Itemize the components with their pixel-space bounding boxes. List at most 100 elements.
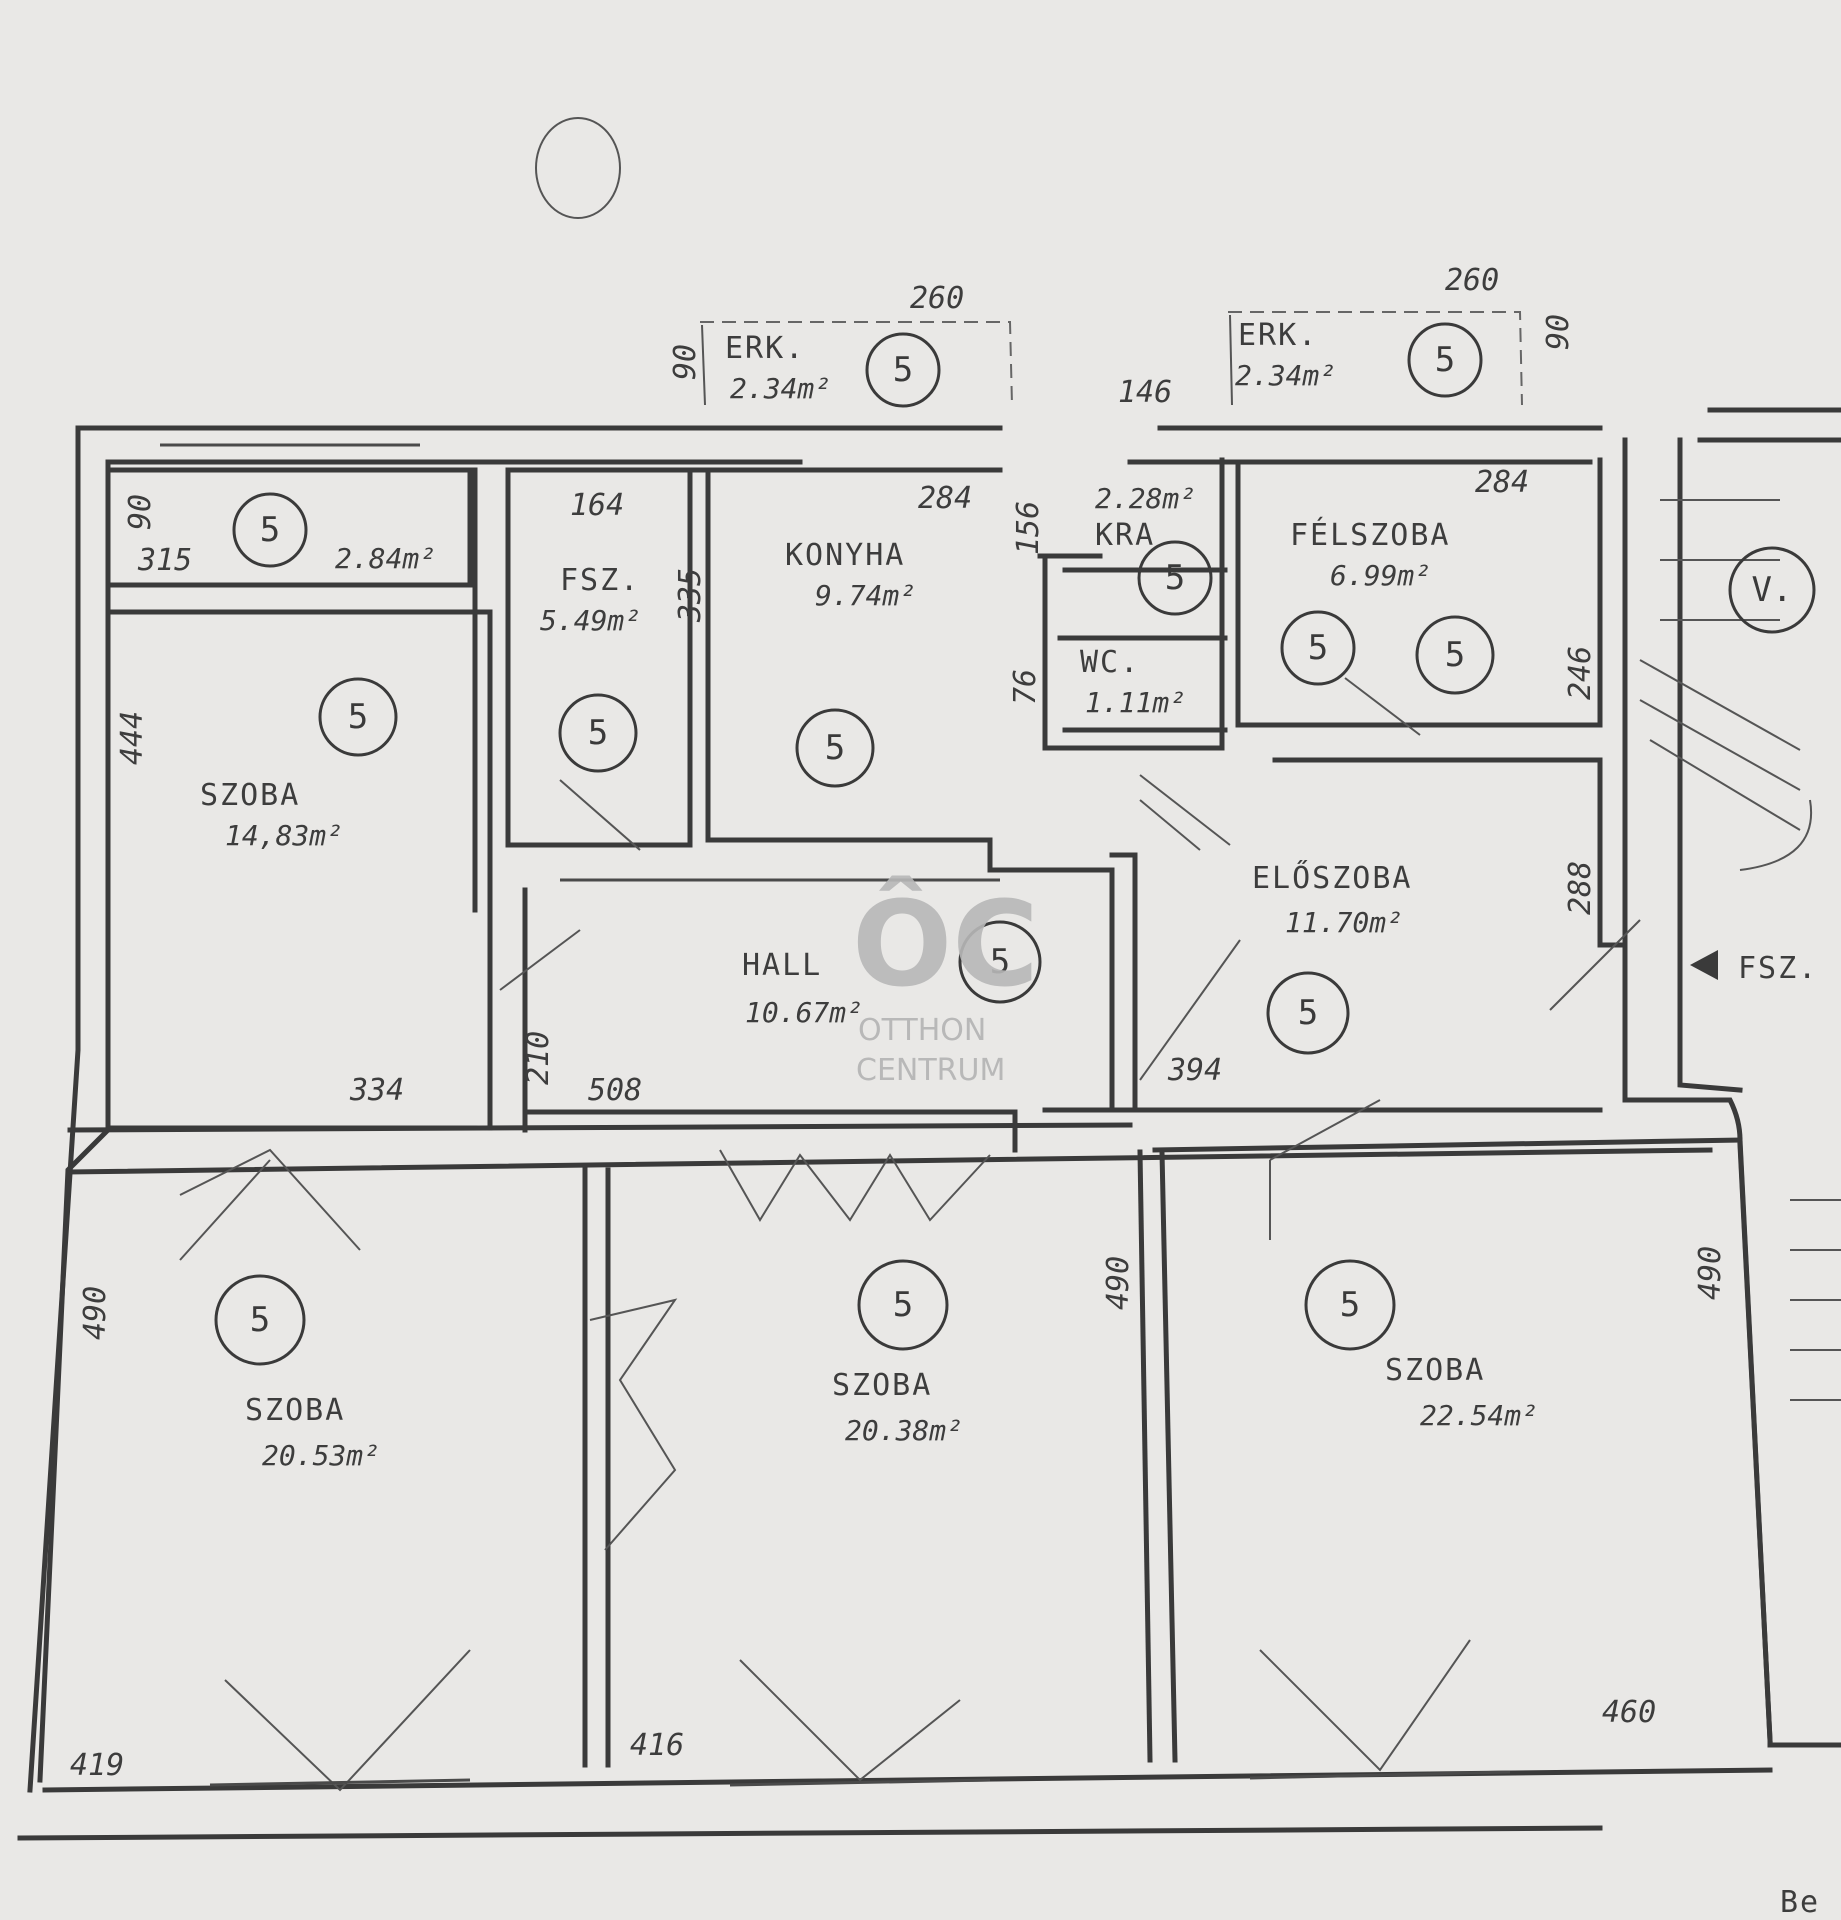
room-area-eloszoba: 11.70m² xyxy=(1285,906,1403,939)
svg-text:5: 5 xyxy=(990,942,1010,982)
dim-90-right: 90 xyxy=(1541,314,1576,350)
watermark-line1: OTTHON xyxy=(858,1013,986,1048)
dim-419: 419 xyxy=(70,1748,124,1783)
room-area-fsz: 5.49m² xyxy=(540,604,641,637)
bottom-corner-text: Be xyxy=(1780,1885,1820,1920)
balcony-left-area: 2.34m² xyxy=(730,372,831,405)
circle-mark-felszoba-b: 5 xyxy=(1415,615,1495,695)
room-name-kra: KRA xyxy=(1095,518,1155,553)
dim-416: 416 xyxy=(630,1728,684,1763)
svg-text:5: 5 xyxy=(1340,1285,1360,1325)
stair-hatching xyxy=(1639,499,1841,1401)
circle-mark-szoba1: 5 xyxy=(318,677,398,757)
svg-text:5: 5 xyxy=(893,1285,913,1325)
dim-315: 315 xyxy=(137,543,192,578)
handdrawn-circle-mark xyxy=(535,117,621,219)
dim-260-right: 260 xyxy=(1445,263,1499,298)
room-name-hall: HALL xyxy=(742,948,822,983)
room-area-szoba4: 22.54m² xyxy=(1420,1399,1538,1432)
dim-156: 156 xyxy=(1011,501,1046,555)
dim-76: 76 xyxy=(1008,669,1043,705)
svg-text:5: 5 xyxy=(1308,628,1328,668)
circle-mark-hall: 5 xyxy=(958,920,1042,1004)
dim-284-right: 284 xyxy=(1475,465,1529,500)
room-labels: ERK. 2.34m² ERK. 2.34m² 2.84m² SZOBA 14,… xyxy=(200,318,1820,1920)
dim-164: 164 xyxy=(570,488,624,523)
dim-508: 508 xyxy=(588,1073,642,1108)
dim-210: 210 xyxy=(521,1031,556,1085)
circle-mark-stair: V. xyxy=(1728,546,1816,634)
room-name-felszoba: FÉLSZOBA xyxy=(1290,517,1451,553)
room-name-konyha: KONYHA xyxy=(785,538,905,573)
balcony-small-left xyxy=(105,443,473,588)
circle-marks: 5 5 5 5 5 5 5 5 5 5 5 5 5 5 V. xyxy=(214,322,1816,1366)
dim-288: 288 xyxy=(1563,861,1598,915)
svg-text:5: 5 xyxy=(250,1300,270,1340)
dim-90-left: 90 xyxy=(668,344,703,380)
circle-mark-felszoba-a: 5 xyxy=(1280,610,1356,686)
balcony-right-name: ERK. xyxy=(1238,318,1318,353)
room-name-szoba1: SZOBA xyxy=(200,778,300,813)
dim-490-middle: 490 xyxy=(1101,1256,1136,1310)
entrance-label: FSZ. xyxy=(1738,951,1818,986)
room-name-eloszoba: ELŐSZOBA xyxy=(1252,859,1413,896)
circle-mark-konyha: 5 xyxy=(795,708,875,788)
room-area-szoba3: 20.38m² xyxy=(845,1414,963,1447)
dim-335: 335 xyxy=(673,568,708,623)
balcony-left-name: ERK. xyxy=(725,331,805,366)
room-area-szoba2: 20.53m² xyxy=(262,1439,380,1472)
dim-246: 246 xyxy=(1563,646,1598,700)
room-area-konyha: 9.74m² xyxy=(815,579,916,612)
dim-490-right: 490 xyxy=(1693,1246,1728,1300)
circle-mark-kra: 5 xyxy=(1137,540,1213,616)
circle-mark-small-balcony: 5 xyxy=(232,492,308,568)
balcony-right xyxy=(1228,311,1523,406)
room-area-szoba1: 14,83m² xyxy=(225,819,343,852)
room-name-szoba3: SZOBA xyxy=(832,1368,932,1403)
svg-text:5: 5 xyxy=(893,350,913,390)
room-area-felszoba: 6.99m² xyxy=(1330,559,1431,592)
room-area-wc: 1.11m² xyxy=(1085,686,1186,719)
dim-90-small: 90 xyxy=(123,494,158,530)
svg-text:V.: V. xyxy=(1752,570,1793,610)
watermark-mark: ÔC xyxy=(852,875,1039,1013)
circle-mark-szoba3: 5 xyxy=(857,1259,949,1351)
dim-284-left: 284 xyxy=(918,481,972,516)
svg-text:5: 5 xyxy=(825,728,845,768)
circle-mark-szoba4: 5 xyxy=(1304,1259,1396,1351)
svg-text:5: 5 xyxy=(348,697,368,737)
dim-444: 444 xyxy=(115,711,150,765)
dim-394: 394 xyxy=(1167,1053,1222,1088)
watermark-line2: CENTRUM xyxy=(856,1053,1005,1088)
watermark-logo: ÔC OTTHON CENTRUM xyxy=(852,875,1039,1088)
entrance-arrow-icon xyxy=(1690,950,1718,980)
dim-260-left: 260 xyxy=(910,281,964,316)
dim-460: 460 xyxy=(1602,1695,1656,1730)
room-name-szoba4: SZOBA xyxy=(1385,1353,1485,1388)
door-swings xyxy=(179,677,1641,1792)
room-name-szoba2: SZOBA xyxy=(245,1393,345,1428)
circle-mark-balcony-left: 5 xyxy=(865,332,941,408)
svg-text:5: 5 xyxy=(260,510,280,550)
svg-text:5: 5 xyxy=(1435,340,1455,380)
circle-mark-eloszoba: 5 xyxy=(1266,971,1350,1055)
dimension-labels: 260 260 90 90 90 146 284 284 164 315 335… xyxy=(70,263,1728,1783)
balcony-small-area: 2.84m² xyxy=(335,542,436,575)
interior-walls xyxy=(65,437,1841,1768)
svg-text:5: 5 xyxy=(1298,993,1318,1033)
circle-mark-fsz: 5 xyxy=(558,693,638,773)
svg-text:5: 5 xyxy=(588,713,608,753)
balcony-left xyxy=(700,321,1013,406)
dim-334: 334 xyxy=(349,1073,404,1108)
svg-text:5: 5 xyxy=(1445,635,1465,675)
room-area-kra: 2.28m² xyxy=(1095,482,1196,515)
svg-text:5: 5 xyxy=(1165,558,1185,598)
dim-490-left: 490 xyxy=(78,1286,113,1340)
room-name-wc: WC. xyxy=(1080,645,1140,680)
dim-146: 146 xyxy=(1118,375,1172,410)
circle-mark-szoba2: 5 xyxy=(214,1274,306,1366)
circle-mark-balcony-right: 5 xyxy=(1407,322,1483,398)
balcony-right-area: 2.34m² xyxy=(1235,359,1336,392)
room-name-fsz: FSZ. xyxy=(560,563,640,598)
